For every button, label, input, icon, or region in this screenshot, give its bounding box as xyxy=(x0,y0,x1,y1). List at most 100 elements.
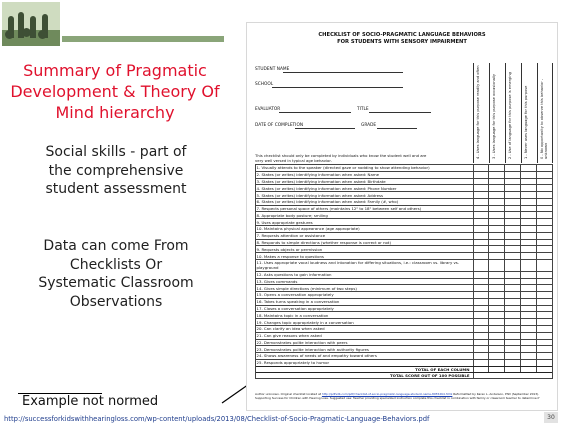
rating-cell[interactable] xyxy=(488,185,504,192)
rating-cell[interactable] xyxy=(504,305,520,312)
rating-cell[interactable] xyxy=(488,319,504,325)
rating-cell[interactable] xyxy=(488,165,504,171)
total-cell[interactable] xyxy=(536,366,552,372)
rating-cell[interactable] xyxy=(488,325,504,332)
rating-cell[interactable] xyxy=(536,319,552,325)
rating-cell[interactable] xyxy=(472,178,489,185)
rating-cell[interactable] xyxy=(504,246,520,253)
rating-cell[interactable] xyxy=(472,205,489,212)
rating-cell[interactable] xyxy=(520,278,536,285)
rating-cell[interactable] xyxy=(472,305,489,312)
rating-cell[interactable] xyxy=(504,325,520,332)
rating-cell[interactable] xyxy=(504,232,520,239)
rating-cell[interactable] xyxy=(536,259,552,271)
rating-cell[interactable] xyxy=(488,226,504,232)
rating-cell[interactable] xyxy=(488,305,504,312)
rating-cell[interactable] xyxy=(472,219,489,226)
rating-cell[interactable] xyxy=(472,292,489,298)
rating-cell[interactable] xyxy=(536,226,552,232)
rating-cell[interactable] xyxy=(488,312,504,319)
rating-cell[interactable] xyxy=(504,339,520,346)
rating-cell[interactable] xyxy=(536,353,552,359)
rating-cell[interactable] xyxy=(536,278,552,285)
rating-cell[interactable] xyxy=(504,292,520,298)
rating-cell[interactable] xyxy=(536,339,552,346)
rating-cell[interactable] xyxy=(488,359,504,366)
rating-cell[interactable] xyxy=(472,239,489,246)
rating-cell[interactable] xyxy=(520,185,536,192)
rating-cell[interactable] xyxy=(488,205,504,212)
rating-cell[interactable] xyxy=(488,192,504,198)
rating-cell[interactable] xyxy=(504,285,520,292)
rating-cell[interactable] xyxy=(520,312,536,319)
rating-cell[interactable] xyxy=(472,319,489,325)
rating-cell[interactable] xyxy=(520,219,536,226)
rating-cell[interactable] xyxy=(520,212,536,219)
total-cell[interactable] xyxy=(488,366,504,372)
rating-cell[interactable] xyxy=(504,332,520,339)
rating-cell[interactable] xyxy=(472,198,489,205)
rating-cell[interactable] xyxy=(536,346,552,353)
rating-cell[interactable] xyxy=(472,312,489,319)
rating-cell[interactable] xyxy=(488,346,504,353)
rating-cell[interactable] xyxy=(536,298,552,305)
total-cell[interactable] xyxy=(520,366,536,372)
total-cell[interactable] xyxy=(472,366,489,372)
rating-cell[interactable] xyxy=(536,253,552,259)
rating-cell[interactable] xyxy=(520,198,536,205)
rating-cell[interactable] xyxy=(488,198,504,205)
rating-cell[interactable] xyxy=(520,332,536,339)
rating-cell[interactable] xyxy=(536,312,552,319)
rating-cell[interactable] xyxy=(472,285,489,292)
rating-cell[interactable] xyxy=(488,246,504,253)
rating-cell[interactable] xyxy=(472,271,489,278)
rating-cell[interactable] xyxy=(536,198,552,205)
rating-cell[interactable] xyxy=(488,271,504,278)
rating-cell[interactable] xyxy=(536,292,552,298)
rating-cell[interactable] xyxy=(504,312,520,319)
rating-cell[interactable] xyxy=(504,278,520,285)
rating-cell[interactable] xyxy=(488,219,504,226)
rating-cell[interactable] xyxy=(472,192,489,198)
rating-cell[interactable] xyxy=(504,259,520,271)
rating-cell[interactable] xyxy=(520,205,536,212)
rating-cell[interactable] xyxy=(520,319,536,325)
rating-cell[interactable] xyxy=(472,332,489,339)
rating-cell[interactable] xyxy=(504,219,520,226)
rating-cell[interactable] xyxy=(536,171,552,178)
rating-cell[interactable] xyxy=(488,239,504,246)
footnote-link[interactable]: http://pdfsdb.com/pdf/checklist-of-socio… xyxy=(321,392,453,396)
rating-cell[interactable] xyxy=(472,165,489,171)
rating-cell[interactable] xyxy=(504,192,520,198)
rating-cell[interactable] xyxy=(520,232,536,239)
rating-cell[interactable] xyxy=(520,292,536,298)
rating-cell[interactable] xyxy=(520,253,536,259)
rating-cell[interactable] xyxy=(488,178,504,185)
rating-cell[interactable] xyxy=(488,259,504,271)
rating-cell[interactable] xyxy=(504,198,520,205)
rating-cell[interactable] xyxy=(536,305,552,312)
rating-cell[interactable] xyxy=(472,246,489,253)
rating-cell[interactable] xyxy=(472,185,489,192)
rating-cell[interactable] xyxy=(520,353,536,359)
rating-cell[interactable] xyxy=(536,178,552,185)
rating-cell[interactable] xyxy=(520,346,536,353)
rating-cell[interactable] xyxy=(488,253,504,259)
rating-cell[interactable] xyxy=(536,239,552,246)
rating-cell[interactable] xyxy=(536,219,552,226)
rating-cell[interactable] xyxy=(520,165,536,171)
rating-cell[interactable] xyxy=(472,346,489,353)
rating-cell[interactable] xyxy=(520,271,536,278)
rating-cell[interactable] xyxy=(488,285,504,292)
rating-cell[interactable] xyxy=(488,278,504,285)
rating-cell[interactable] xyxy=(520,359,536,366)
total-cell[interactable] xyxy=(504,366,520,372)
rating-cell[interactable] xyxy=(504,319,520,325)
rating-cell[interactable] xyxy=(520,325,536,332)
rating-cell[interactable] xyxy=(536,185,552,192)
rating-cell[interactable] xyxy=(504,171,520,178)
rating-cell[interactable] xyxy=(504,298,520,305)
rating-cell[interactable] xyxy=(520,246,536,253)
rating-cell[interactable] xyxy=(520,178,536,185)
rating-cell[interactable] xyxy=(536,325,552,332)
